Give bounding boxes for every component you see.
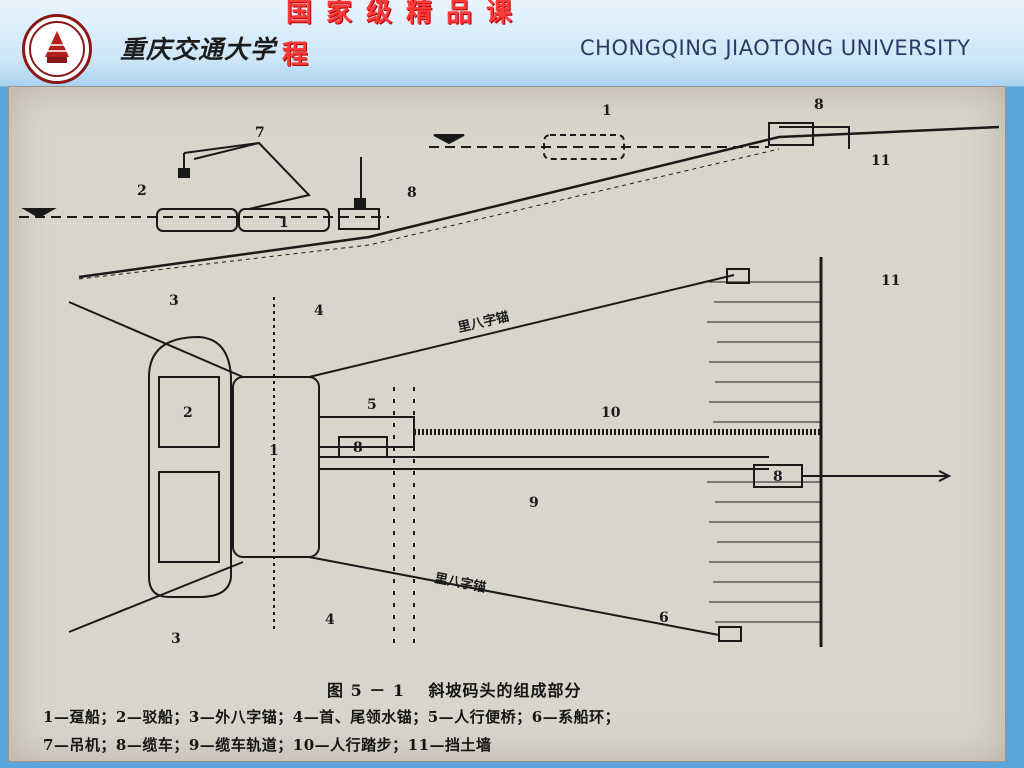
university-seal-icon xyxy=(22,14,92,84)
plan-view xyxy=(68,257,952,647)
label-1-side: 1 xyxy=(279,215,289,231)
label-10: 10 xyxy=(601,405,621,421)
figure-legend-line1: 1—趸船；2—驳船；3—外八字锚；4—首、尾领水锚；5—人行便桥；6—系船环； xyxy=(43,708,621,726)
university-name-cn: 重庆交通大学 xyxy=(120,35,277,64)
slide-header: 国家级精品课 程 重庆交通大学 CHONGQING JIAOTONG UNIVE… xyxy=(0,0,1024,87)
slipway-wharf-diagram: 1 8 11 7 2 1 8 3 4 11 里八字锚 2 1 5 10 8 8 … xyxy=(19,97,1000,647)
label-anchor-lower: 里八字锚 xyxy=(433,570,487,596)
label-4-upper: 4 xyxy=(314,303,324,319)
label-11-top: 11 xyxy=(871,153,890,169)
label-1: 1 xyxy=(269,443,279,459)
label-2: 2 xyxy=(183,405,193,421)
label-3-upper: 3 xyxy=(169,293,179,309)
label-9: 9 xyxy=(529,495,539,511)
label-4-lower: 4 xyxy=(325,612,335,628)
label-11: 11 xyxy=(881,273,900,289)
side-elevation xyxy=(19,122,1000,280)
label-8-plan-right: 8 xyxy=(773,469,783,485)
label-1-top: 1 xyxy=(602,103,612,119)
scanned-figure: 1 8 11 7 2 1 8 3 4 11 里八字锚 2 1 5 10 8 8 … xyxy=(8,86,1006,762)
label-3-lower: 3 xyxy=(171,631,181,647)
label-8-plan: 8 xyxy=(353,440,363,456)
label-2-top: 2 xyxy=(137,183,147,199)
label-anchor-upper: 里八字锚 xyxy=(456,309,510,336)
figure-legend-line2: 7—吊机；8—缆车；9—缆车轨道；10—人行踏步；11—挡土墙 xyxy=(43,736,492,754)
label-8-top: 8 xyxy=(814,97,824,113)
label-6: 6 xyxy=(659,610,669,626)
figure-caption: 图 5 － 1 斜坡码头的组成部分 xyxy=(327,681,582,700)
label-5: 5 xyxy=(367,397,377,413)
university-name-en: CHONGQING JIAOTONG UNIVERSITY xyxy=(580,36,971,60)
label-7: 7 xyxy=(255,125,265,141)
label-8-side: 8 xyxy=(407,185,417,201)
course-banner-line2: 程 xyxy=(282,40,309,70)
course-banner: 国家级精品课 xyxy=(286,0,527,28)
